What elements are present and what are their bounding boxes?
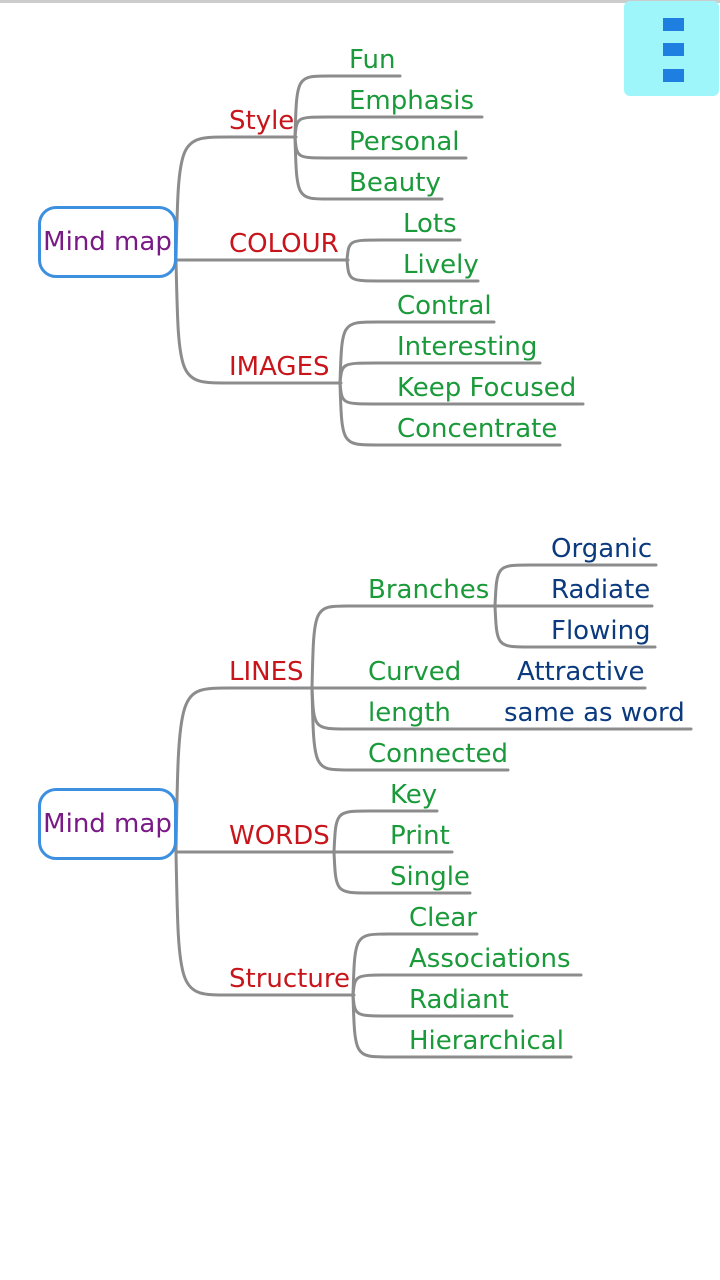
connector-structure-1 — [351, 973, 583, 997]
leaf-key[interactable]: Key — [390, 780, 438, 810]
leaf-flowing[interactable]: Flowing — [551, 616, 651, 646]
leaf-connected[interactable]: Connected — [368, 739, 509, 769]
branch-structure[interactable]: Structure — [229, 964, 350, 994]
root-node-mind-map[interactable]: Mind map — [38, 206, 177, 278]
leaf-single[interactable]: Single — [390, 862, 470, 892]
connector-structure-3 — [351, 993, 573, 1059]
branch-lines[interactable]: LINES — [229, 657, 304, 687]
leaf-personal[interactable]: Personal — [349, 127, 460, 157]
leaf-beauty[interactable]: Beauty — [349, 168, 441, 198]
leaf-same-as-word[interactable]: same as word — [504, 698, 685, 728]
connector-lines-0 — [310, 604, 498, 690]
leaf-emphasis[interactable]: Emphasis — [349, 86, 474, 116]
leaf-radiate[interactable]: Radiate — [551, 575, 651, 605]
connector-root1-branch-0 — [174, 135, 298, 262]
connector-style-1 — [293, 115, 484, 139]
overflow-menu-icon — [663, 18, 684, 31]
leaf-clear[interactable]: Clear — [409, 903, 477, 933]
connector-words-2 — [332, 850, 472, 895]
root-node-label: Mind map — [43, 809, 172, 839]
status-bar-edge — [0, 0, 720, 3]
leaf-keep-focused[interactable]: Keep Focused — [397, 373, 577, 403]
leaf-fun[interactable]: Fun — [349, 45, 396, 75]
connector-images-1 — [338, 361, 542, 385]
connector-root2-branch-2 — [174, 850, 356, 997]
leaf-organic[interactable]: Organic — [551, 534, 653, 564]
connector-lines-3 — [310, 686, 510, 772]
connector-root1-branch-2 — [174, 258, 343, 385]
root-node-mind-map-2[interactable]: Mind map — [38, 788, 177, 860]
connector-style-3 — [293, 135, 444, 201]
branch-images[interactable]: IMAGES — [229, 352, 330, 382]
overflow-menu-icon-bar — [663, 43, 684, 56]
connector-root2-branch-0 — [174, 686, 315, 854]
connector-colour-1 — [345, 258, 480, 283]
leaf-lots[interactable]: Lots — [403, 209, 457, 239]
leaf-print[interactable]: Print — [390, 821, 450, 851]
node-length[interactable]: length — [368, 698, 451, 728]
connector-images-0 — [338, 320, 496, 385]
leaf-radiant[interactable]: Radiant — [409, 985, 509, 1015]
connector-words-0 — [332, 809, 439, 854]
branch-colour[interactable]: COLOUR — [229, 229, 339, 259]
connector-structure-0 — [351, 932, 479, 997]
leaf-concentrate[interactable]: Concentrate — [397, 414, 558, 444]
connector-colour-0 — [345, 238, 462, 262]
leaf-hierarchical[interactable]: Hierarchical — [409, 1026, 564, 1056]
connector-branches-0 — [493, 563, 658, 608]
leaf-attractive[interactable]: Attractive — [517, 657, 645, 687]
overflow-menu-icon-bar — [663, 69, 684, 82]
connector-images-3 — [338, 381, 562, 447]
node-branches[interactable]: Branches — [368, 575, 490, 605]
root-node-label: Mind map — [43, 227, 172, 257]
branch-style[interactable]: Style — [229, 106, 295, 136]
branch-words[interactable]: WORDS — [229, 821, 330, 851]
connector-branches-2 — [493, 604, 657, 649]
connector-style-0 — [293, 74, 402, 139]
leaf-contral[interactable]: Contral — [397, 291, 492, 321]
leaf-associations[interactable]: Associations — [409, 944, 571, 974]
node-curved[interactable]: Curved — [368, 657, 462, 687]
leaf-lively[interactable]: Lively — [403, 250, 479, 280]
leaf-interesting[interactable]: Interesting — [397, 332, 538, 362]
overflow-menu-button[interactable] — [624, 1, 719, 96]
